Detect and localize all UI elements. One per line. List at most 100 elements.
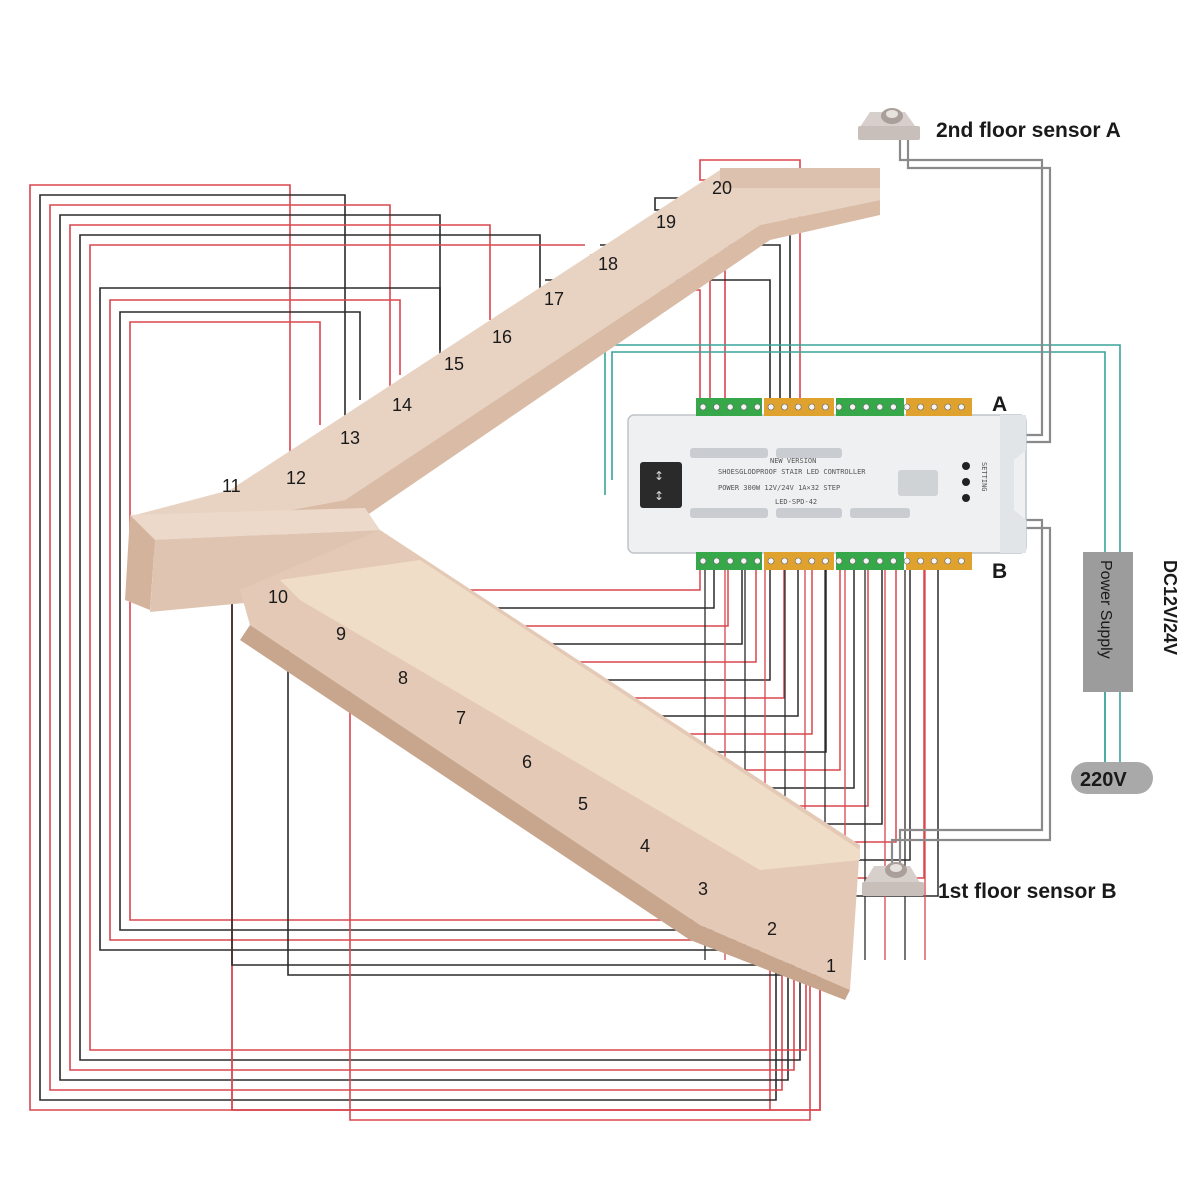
wire-step-9 bbox=[349, 628, 811, 1121]
step-label-4: 4 bbox=[640, 836, 650, 856]
terminal-screw bbox=[713, 557, 720, 565]
step-label-18: 18 bbox=[598, 254, 618, 274]
wire-bundle bbox=[29, 140, 1121, 1121]
power-terminal bbox=[640, 462, 682, 508]
wire-power-teal-2 bbox=[611, 351, 1106, 552]
mains-label: 220V bbox=[1080, 769, 1127, 791]
step-label-5: 5 bbox=[578, 794, 588, 814]
terminal-screw bbox=[944, 557, 952, 565]
terminal-screw bbox=[808, 403, 816, 411]
step-label-11: 11 bbox=[222, 476, 241, 496]
controller-line1: NEW VERSION bbox=[770, 457, 816, 465]
wire-outer-loop bbox=[89, 244, 807, 1051]
setting-label: SETTING bbox=[980, 462, 988, 492]
step-label-7: 7 bbox=[456, 708, 466, 728]
step-label-6: 6 bbox=[522, 752, 532, 772]
step-label-1: 1 bbox=[826, 956, 836, 976]
terminal-screw bbox=[726, 403, 734, 411]
terminal-screw bbox=[876, 557, 884, 565]
power-supply-label: Power Supply bbox=[1097, 560, 1114, 659]
terminal-screw bbox=[930, 557, 938, 565]
controller-line2: SHOESGLODPROOF STAIR LED CONTROLLER bbox=[718, 468, 866, 476]
terminal-screw bbox=[794, 403, 802, 411]
terminal-screw bbox=[713, 403, 720, 411]
terminal-screw bbox=[903, 403, 911, 411]
step-label-13: 13 bbox=[340, 428, 360, 448]
wire-step-10 bbox=[287, 585, 830, 976]
terminal-screw bbox=[890, 403, 897, 411]
terminal-screw bbox=[767, 403, 775, 411]
step-label-14: 14 bbox=[392, 395, 412, 415]
terminal-screw bbox=[781, 557, 788, 565]
terminal-screw bbox=[754, 557, 761, 565]
side-a-label: A bbox=[992, 393, 1007, 416]
terminal-screw bbox=[767, 557, 775, 565]
wire-outer-loop bbox=[29, 184, 771, 1111]
terminal-screw bbox=[917, 557, 924, 565]
sensor-a-label: 2nd floor sensor A bbox=[936, 119, 1121, 142]
setting-button-2[interactable] bbox=[962, 478, 970, 486]
terminal-screw bbox=[808, 557, 816, 565]
wire-step-11-return bbox=[231, 500, 840, 966]
terminal-screw bbox=[781, 403, 788, 411]
svg-text:↕: ↕ bbox=[654, 469, 664, 483]
terminal-screw bbox=[958, 403, 965, 411]
terminal-screw bbox=[862, 557, 870, 565]
controller-line3: POWER 300W 12V/24V 1A×32 STEP bbox=[718, 484, 840, 492]
terminal-screw bbox=[862, 403, 870, 411]
power-supply: Power Supply bbox=[1083, 552, 1133, 692]
terminal-screw bbox=[958, 557, 965, 565]
terminal-screw bbox=[754, 403, 761, 411]
terminal-screw bbox=[930, 403, 938, 411]
setting-button-1[interactable] bbox=[962, 462, 970, 470]
step-label-2: 2 bbox=[767, 919, 777, 939]
wire-sensor-b-2 bbox=[890, 526, 1052, 866]
sensor-a bbox=[858, 108, 920, 140]
step-label-3: 3 bbox=[698, 879, 708, 899]
terminal-screw bbox=[903, 557, 911, 565]
terminal-screw bbox=[876, 403, 884, 411]
step-label-12: 12 bbox=[286, 468, 306, 488]
terminal-screw bbox=[740, 403, 748, 411]
terminal-screw bbox=[944, 403, 952, 411]
step-label-20: 20 bbox=[712, 178, 732, 198]
sensor-b-label: 1st floor sensor B bbox=[938, 880, 1117, 903]
wire-outer-loop bbox=[69, 224, 795, 1071]
terminal-block-bottom bbox=[696, 552, 972, 570]
wire-sensor-b bbox=[898, 518, 1044, 866]
terminal-screw bbox=[822, 403, 829, 411]
terminal-screw bbox=[794, 557, 802, 565]
terminal-screw bbox=[699, 403, 707, 411]
terminal-screw bbox=[822, 557, 829, 565]
mains-badge: 220V bbox=[1071, 762, 1153, 794]
terminal-screw bbox=[740, 557, 748, 565]
setting-button-3[interactable] bbox=[962, 494, 970, 502]
wire-outer-loop bbox=[49, 204, 783, 1091]
wire-sensor-a bbox=[898, 140, 1044, 437]
terminal-screw bbox=[917, 403, 924, 411]
side-b-label: B bbox=[992, 560, 1007, 583]
step-label-9: 9 bbox=[336, 624, 346, 644]
step-label-15: 15 bbox=[444, 354, 464, 374]
step-label-10: 10 bbox=[268, 587, 288, 607]
upper-flight bbox=[130, 168, 880, 560]
step-label-8: 8 bbox=[398, 668, 408, 688]
step-label-19: 19 bbox=[656, 212, 676, 232]
lower-flight bbox=[240, 530, 860, 1000]
step-label-17: 17 bbox=[544, 289, 564, 309]
terminal-screw bbox=[835, 403, 843, 411]
step-label-16: 16 bbox=[492, 327, 512, 347]
voltage-label: DC12V/24V bbox=[1160, 560, 1180, 655]
terminal-screw bbox=[699, 557, 707, 565]
terminal-screw bbox=[890, 557, 897, 565]
terminal-screw bbox=[835, 557, 843, 565]
svg-text:↕: ↕ bbox=[654, 489, 664, 503]
terminal-screw bbox=[849, 557, 856, 565]
terminal-screw bbox=[849, 403, 856, 411]
wire-outer-loop bbox=[79, 234, 801, 1061]
sensor-b bbox=[862, 862, 924, 896]
terminal-screw bbox=[726, 557, 734, 565]
terminal-screws bbox=[699, 403, 965, 565]
